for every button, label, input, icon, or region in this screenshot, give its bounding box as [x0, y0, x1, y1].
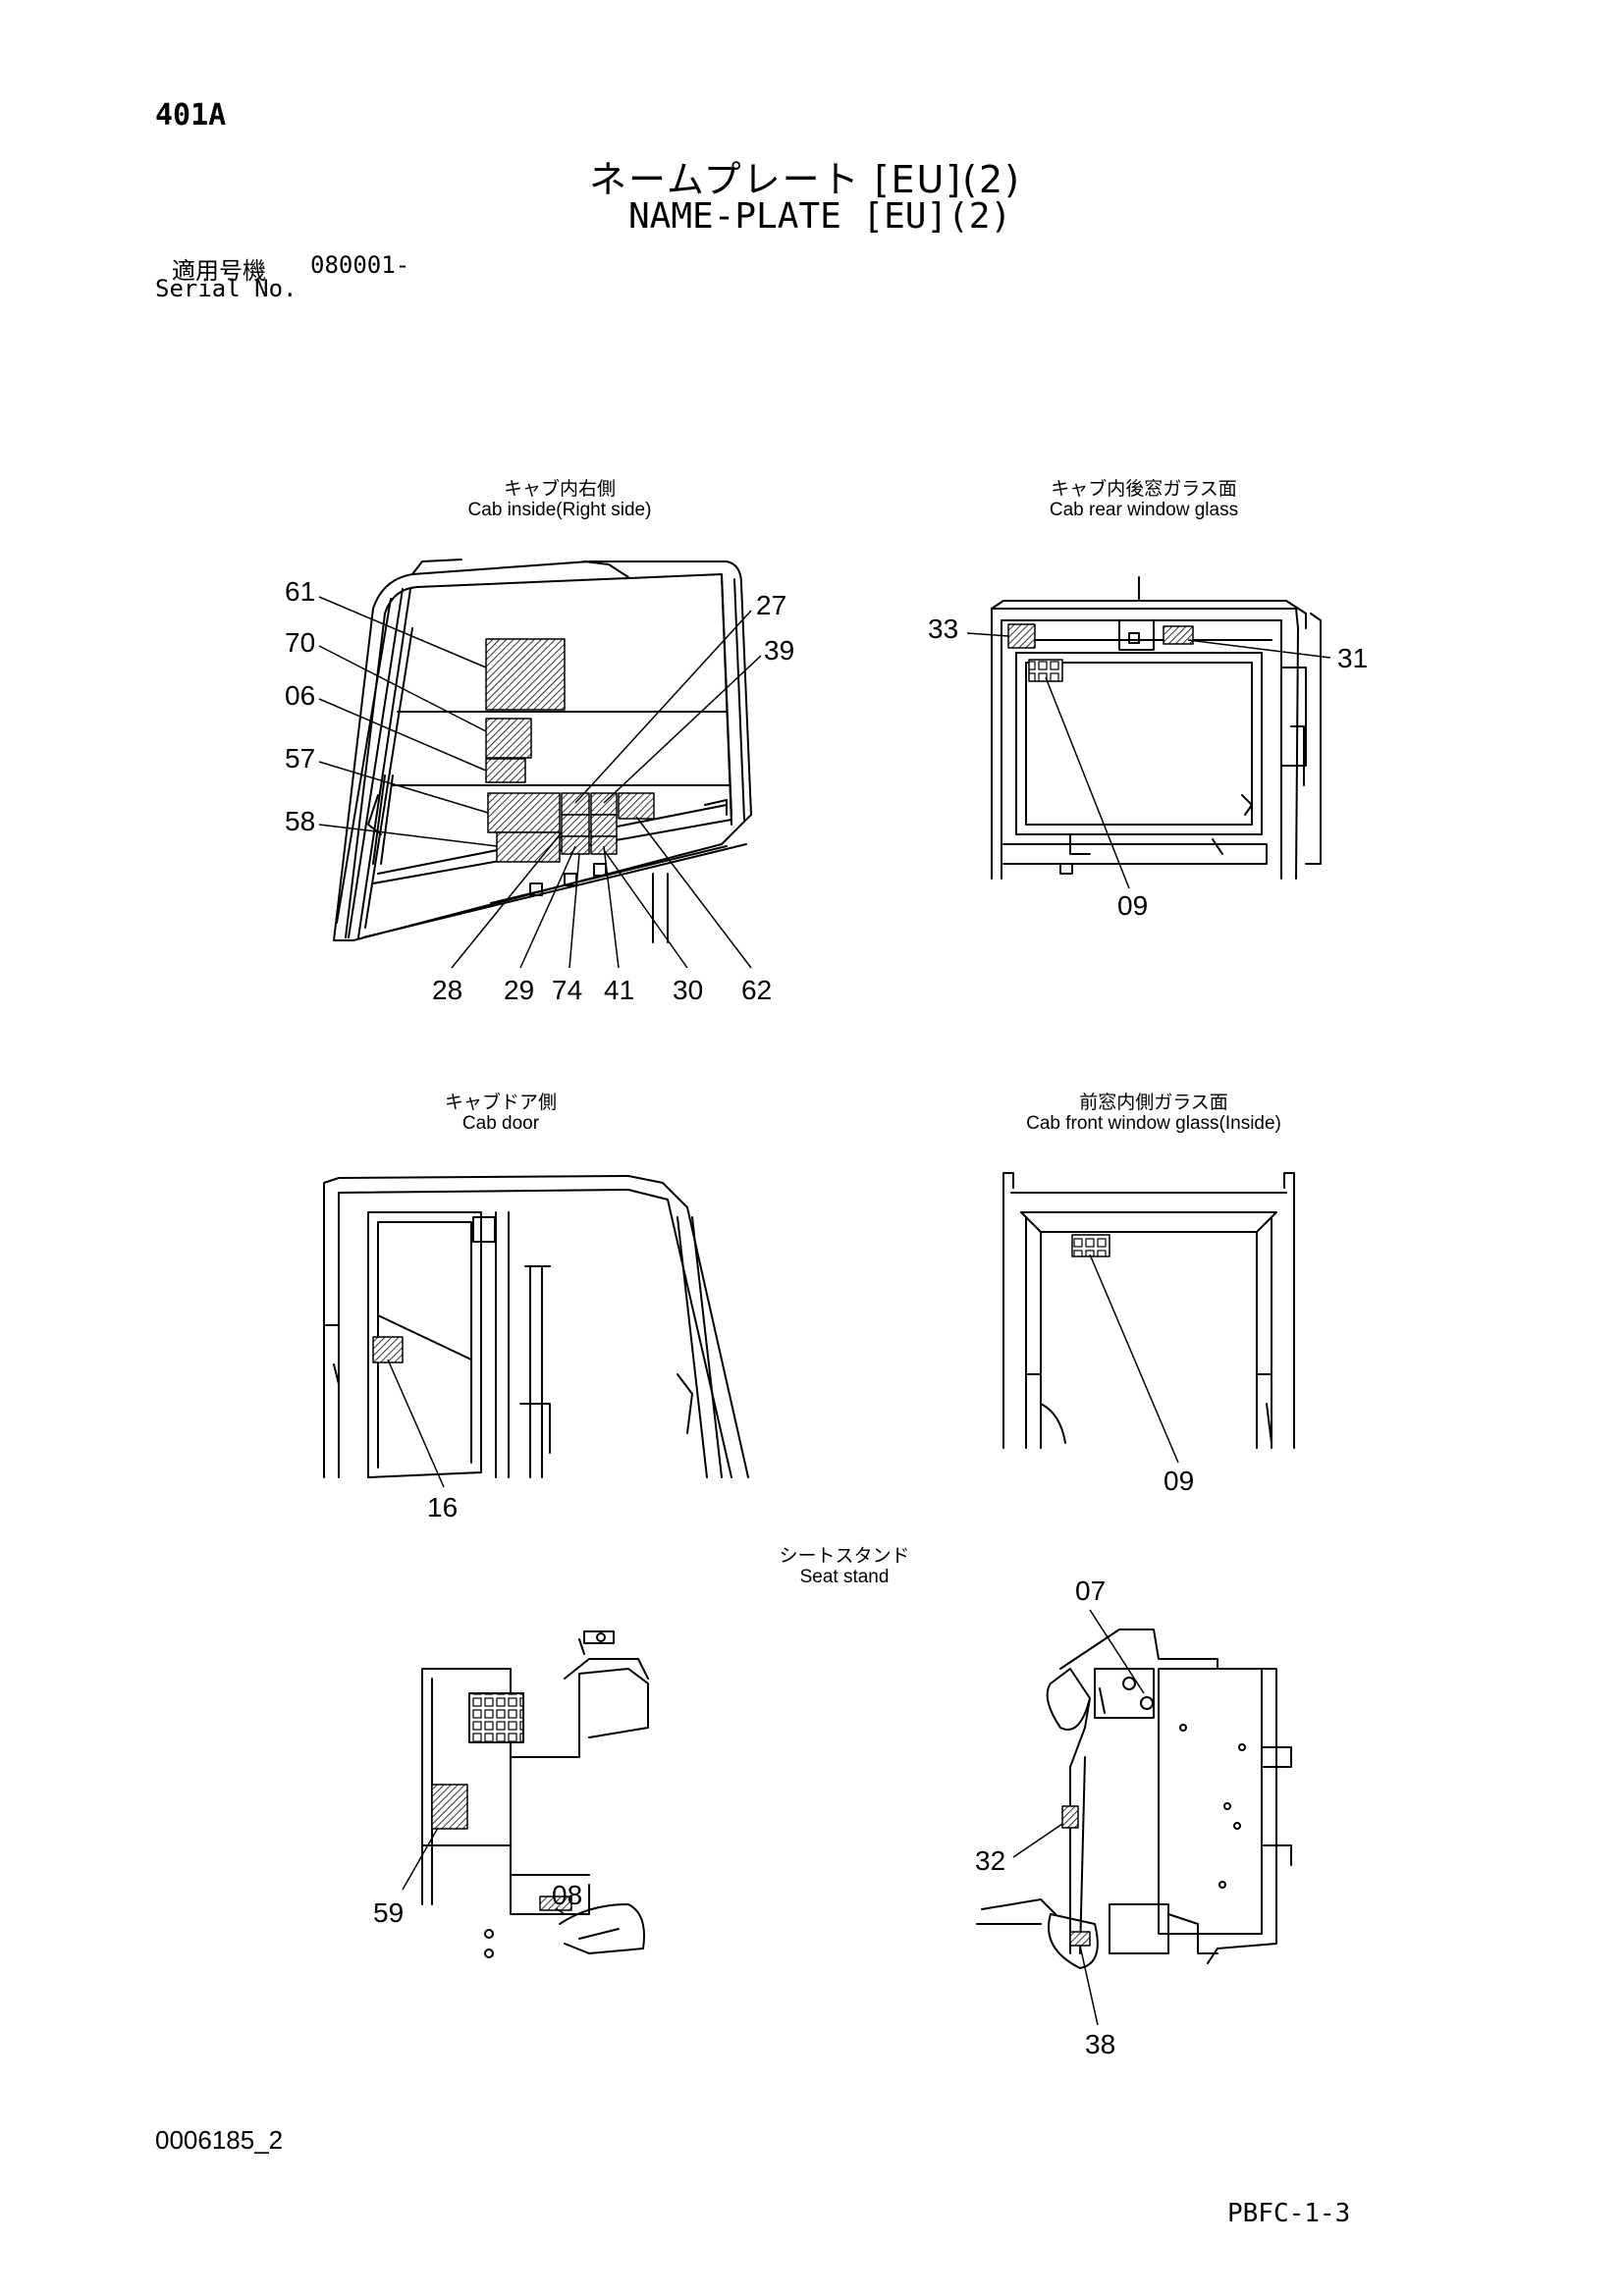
callout-07: 07 — [1075, 1575, 1106, 1606]
nameplate-39 — [590, 792, 618, 816]
callout-41: 41 — [604, 975, 634, 1005]
callout-38: 38 — [1085, 2029, 1115, 2059]
document-number: 0006185_2 — [155, 2125, 284, 2155]
callout-28: 28 — [432, 975, 462, 1005]
nameplate-09-front — [1071, 1234, 1110, 1257]
nameplate-group-front-window — [1071, 1234, 1110, 1257]
nameplate-62 — [618, 792, 655, 820]
nameplate-59 — [431, 1784, 468, 1830]
callout-59: 59 — [373, 1897, 404, 1928]
caption-seat-stand: シートスタンド Seat stand — [746, 1546, 943, 1587]
drawing-cab-front-window — [1002, 1172, 1295, 1449]
callout-74: 74 — [552, 975, 582, 1005]
caption-cab-inside-right: キャブ内右側 Cab inside(Right side) — [432, 479, 687, 520]
caption-jp: キャブドア側 — [444, 1093, 557, 1113]
callout-33: 33 — [928, 614, 958, 644]
nameplate-06 — [485, 758, 526, 783]
serial-value: 080001- — [310, 251, 410, 279]
callout-27: 27 — [756, 590, 786, 620]
callout-08: 08 — [552, 1880, 582, 1910]
nameplate-29 — [561, 814, 590, 837]
nameplate-group-cab-inside — [485, 638, 655, 863]
callout-31: 31 — [1337, 643, 1368, 673]
page-title-en: NAME-PLATE [EU](2) — [628, 196, 1012, 237]
nameplate-33 — [1007, 623, 1036, 649]
callout-labels: 61 70 06 57 58 27 39 28 29 74 41 30 62 3… — [285, 576, 1368, 2059]
caption-en: Cab door — [461, 1113, 540, 1134]
callout-29: 29 — [504, 975, 534, 1005]
nameplate-group-cab-door — [372, 1336, 404, 1363]
callout-70: 70 — [285, 627, 315, 658]
callout-06: 06 — [285, 680, 315, 711]
nameplate-16 — [372, 1336, 404, 1363]
nameplate-08 — [539, 1896, 572, 1911]
nameplate-61 — [485, 638, 566, 711]
drawing-cab-door — [323, 1175, 749, 1478]
nameplate-09-rear — [1028, 659, 1063, 682]
serial-label-jp: 適用号機 — [172, 257, 266, 285]
nameplate-group-rear-window — [1007, 623, 1194, 682]
caption-en: Cab front window glass(Inside) — [1026, 1113, 1281, 1134]
callout-62: 62 — [741, 975, 772, 1005]
caption-cab-front-window: 前窓内側ガラス面 Cab front window glass(Inside) — [992, 1093, 1316, 1134]
nameplate-group-seat-left — [431, 1784, 572, 1911]
drawing-seat-stand-right — [976, 1629, 1292, 1969]
drawing-cab-rear-window — [991, 576, 1322, 880]
nameplate-38 — [1069, 1931, 1091, 1947]
callout-32: 32 — [975, 1845, 1005, 1876]
drawing-seat-stand-left — [421, 1630, 649, 1958]
page-title-jp: ネームプレート [EU](2) — [589, 158, 1021, 201]
nameplate-57 — [487, 792, 561, 833]
callout-30: 30 — [673, 975, 703, 1005]
nameplate-30 — [590, 835, 618, 855]
caption-en: Cab inside(Right side) — [467, 500, 652, 520]
callout-09-rear: 09 — [1117, 890, 1148, 921]
nameplate-74 — [561, 835, 590, 855]
nameplate-70 — [485, 718, 532, 759]
leader-lines — [318, 596, 1331, 2026]
caption-jp: キャブ内右側 — [503, 479, 616, 500]
nameplate-32 — [1061, 1805, 1079, 1829]
callout-39: 39 — [764, 635, 794, 666]
caption-cab-rear-window: キャブ内後窓ガラス面 Cab rear window glass — [1001, 479, 1286, 520]
caption-en: Cab rear window glass — [1049, 500, 1239, 520]
callout-09-front: 09 — [1164, 1466, 1194, 1496]
caption-jp: シートスタンド — [779, 1546, 910, 1567]
caption-jp: 前窓内側ガラス面 — [1079, 1093, 1228, 1113]
nameplate-group-seat-right — [1061, 1805, 1091, 1947]
caption-en: Seat stand — [799, 1567, 890, 1587]
callout-61: 61 — [285, 576, 315, 607]
callout-58: 58 — [285, 806, 315, 836]
page-code: 401A — [155, 98, 227, 133]
callout-16: 16 — [427, 1492, 458, 1522]
callout-57: 57 — [285, 743, 315, 774]
page-reference: PBFC-1-3 — [1227, 2199, 1351, 2228]
serial-label-en: Serial No. — [155, 275, 298, 302]
drawing-cab-inside-right — [333, 559, 752, 943]
caption-jp: キャブ内後窓ガラス面 — [1051, 479, 1237, 500]
nameplate-31 — [1163, 625, 1194, 645]
caption-cab-door: キャブドア側 Cab door — [422, 1093, 579, 1134]
nameplate-41 — [590, 814, 618, 837]
nameplate-27 — [561, 792, 590, 816]
